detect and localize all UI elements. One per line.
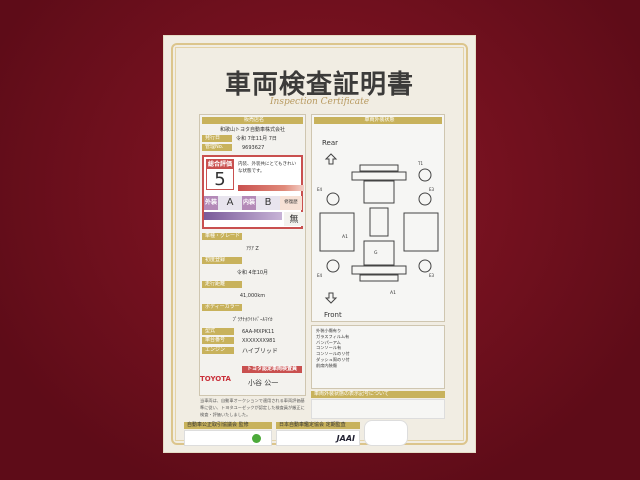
chassis-label: 車台番号 bbox=[202, 337, 234, 344]
legend-header: 車両外装状態の表示記号について bbox=[311, 391, 445, 398]
score-scale bbox=[238, 185, 304, 191]
mgmt-number: 9693627 bbox=[242, 144, 265, 151]
footer-left-title: 自動車公正取引協議会 監修 bbox=[184, 422, 272, 429]
rear-label: Rear bbox=[322, 139, 339, 147]
rear-arrow-icon bbox=[324, 153, 338, 165]
damage-mark: A1 bbox=[342, 235, 348, 240]
certification-note: 当車両は、自動車オークションで適用される車両評価基準に従い、トヨタユーゼックが認… bbox=[200, 398, 305, 417]
certificate-subtitle: Inspection Certificate bbox=[269, 97, 370, 107]
repair-label: 修復歴 bbox=[280, 196, 302, 210]
overall-score: 5 bbox=[206, 168, 234, 190]
inspection-certificate: 車両検査証明書 Inspection Certificate 販売店名 和歌山ト… bbox=[163, 35, 476, 453]
exterior-label: 外装 bbox=[204, 196, 218, 210]
grade-scale bbox=[204, 212, 282, 220]
damage-mark: E4 bbox=[317, 187, 323, 192]
evaluation-box: 総合評価 5 内装、外装共にとてもきれいな状態です。 外装 A 内装 B 修復歴… bbox=[202, 155, 304, 229]
checklist-item: ダッシュ周のリ付 bbox=[316, 356, 350, 362]
damage-mark: E3 bbox=[429, 273, 435, 278]
dealer-header: 販売店名 bbox=[202, 117, 303, 124]
interior-label: 内装 bbox=[242, 196, 256, 210]
toyota-logo: TOYOTA bbox=[200, 375, 231, 383]
association-logo-icon bbox=[252, 434, 261, 443]
checklist-item: バンパーアム bbox=[316, 339, 341, 345]
exterior-grade: A bbox=[218, 196, 242, 210]
inspector-name: 小谷 公一 bbox=[248, 379, 279, 387]
checklist-item: 外装小傷有り bbox=[316, 328, 342, 333]
spec-value: ｱｸｱ Z bbox=[246, 246, 259, 252]
interior-grade: B bbox=[256, 196, 280, 210]
checklist-item: 前席内装傷 bbox=[316, 362, 337, 368]
repair-value: 無 bbox=[284, 212, 304, 226]
mgmt-label: 管理No. bbox=[202, 144, 232, 151]
model-value: 6AA-MXPK11 bbox=[242, 328, 275, 335]
damage-mark: A1 bbox=[390, 291, 396, 296]
car-damage-diagram bbox=[319, 153, 439, 304]
spec-list: 車種・グレード ｱｸｱ Z 初度登録令和 4年10月 走行距離 41,000km ボ… bbox=[200, 233, 305, 355]
engine-value: ハイブリッド bbox=[242, 348, 278, 355]
spec-value: ﾌﾟﾗﾁﾅﾎﾜｲﾄﾊﾟｰﾙﾏｲｶ bbox=[232, 317, 273, 323]
legend-body bbox=[311, 399, 445, 419]
dealer-name: 和歌山トヨタ自動車株式会社 bbox=[219, 127, 285, 133]
model-label: 型式 bbox=[202, 328, 234, 335]
evaluation-comment: 内装、外装共にとてもきれいな状態です。 bbox=[238, 162, 297, 174]
overall-label: 総合評価 bbox=[206, 159, 234, 168]
spec-value: 41,000km bbox=[239, 293, 266, 299]
damage-mark: E4 bbox=[317, 273, 323, 278]
issue-label: 発行日 bbox=[202, 135, 232, 142]
footer-right-box: JAAI bbox=[276, 430, 360, 446]
jaai-logo: JAAI bbox=[336, 434, 355, 443]
front-arrow-icon bbox=[324, 292, 338, 304]
issue-date: 令和 7年11月 7日 bbox=[236, 136, 277, 142]
checklist-item: コンソールのリ付 bbox=[316, 351, 350, 357]
checklist-item: コンソール有 bbox=[316, 345, 342, 351]
damage-mark: E3 bbox=[429, 187, 435, 192]
equipment-checklist: 外装小傷有り ガラスフィルム有 バンパーアム コンソール有 コンソールのリ付 ダ… bbox=[311, 325, 445, 389]
spec-value: 令和 4年10月 bbox=[236, 270, 269, 276]
checklist-item: ガラスフィルム有 bbox=[316, 333, 350, 339]
spec-label: ボディーカラー bbox=[202, 304, 242, 311]
footer-left-box bbox=[184, 430, 272, 446]
front-label: Front bbox=[324, 311, 342, 319]
damage-mark: T1 bbox=[418, 161, 423, 166]
inspector-badge: トヨタ認定車両検査員 bbox=[242, 366, 302, 373]
engine-label: エンジン bbox=[202, 347, 234, 354]
left-panel: 販売店名 和歌山トヨタ自動車株式会社 発行日令和 7年11月 7日 管理No. 9… bbox=[199, 114, 306, 396]
info-bubble bbox=[364, 420, 408, 446]
vehicle-diagram-panel: 車両外装状態 Rear Front T1 E4 E3 bbox=[311, 114, 445, 322]
spec-label: 走行距離 bbox=[202, 281, 242, 288]
damage-mark: G bbox=[374, 251, 378, 256]
certificate-title: 車両検査証明書 bbox=[224, 70, 414, 100]
footer-right-title: 日本自動車鑑定協会 定期監査 bbox=[276, 422, 360, 429]
diagram-header: 車両外装状態 bbox=[314, 117, 442, 124]
spec-label: 初度登録 bbox=[202, 257, 242, 264]
spec-label: 車種・グレード bbox=[202, 233, 242, 240]
chassis-value: XXXXXXX981 bbox=[242, 337, 276, 344]
